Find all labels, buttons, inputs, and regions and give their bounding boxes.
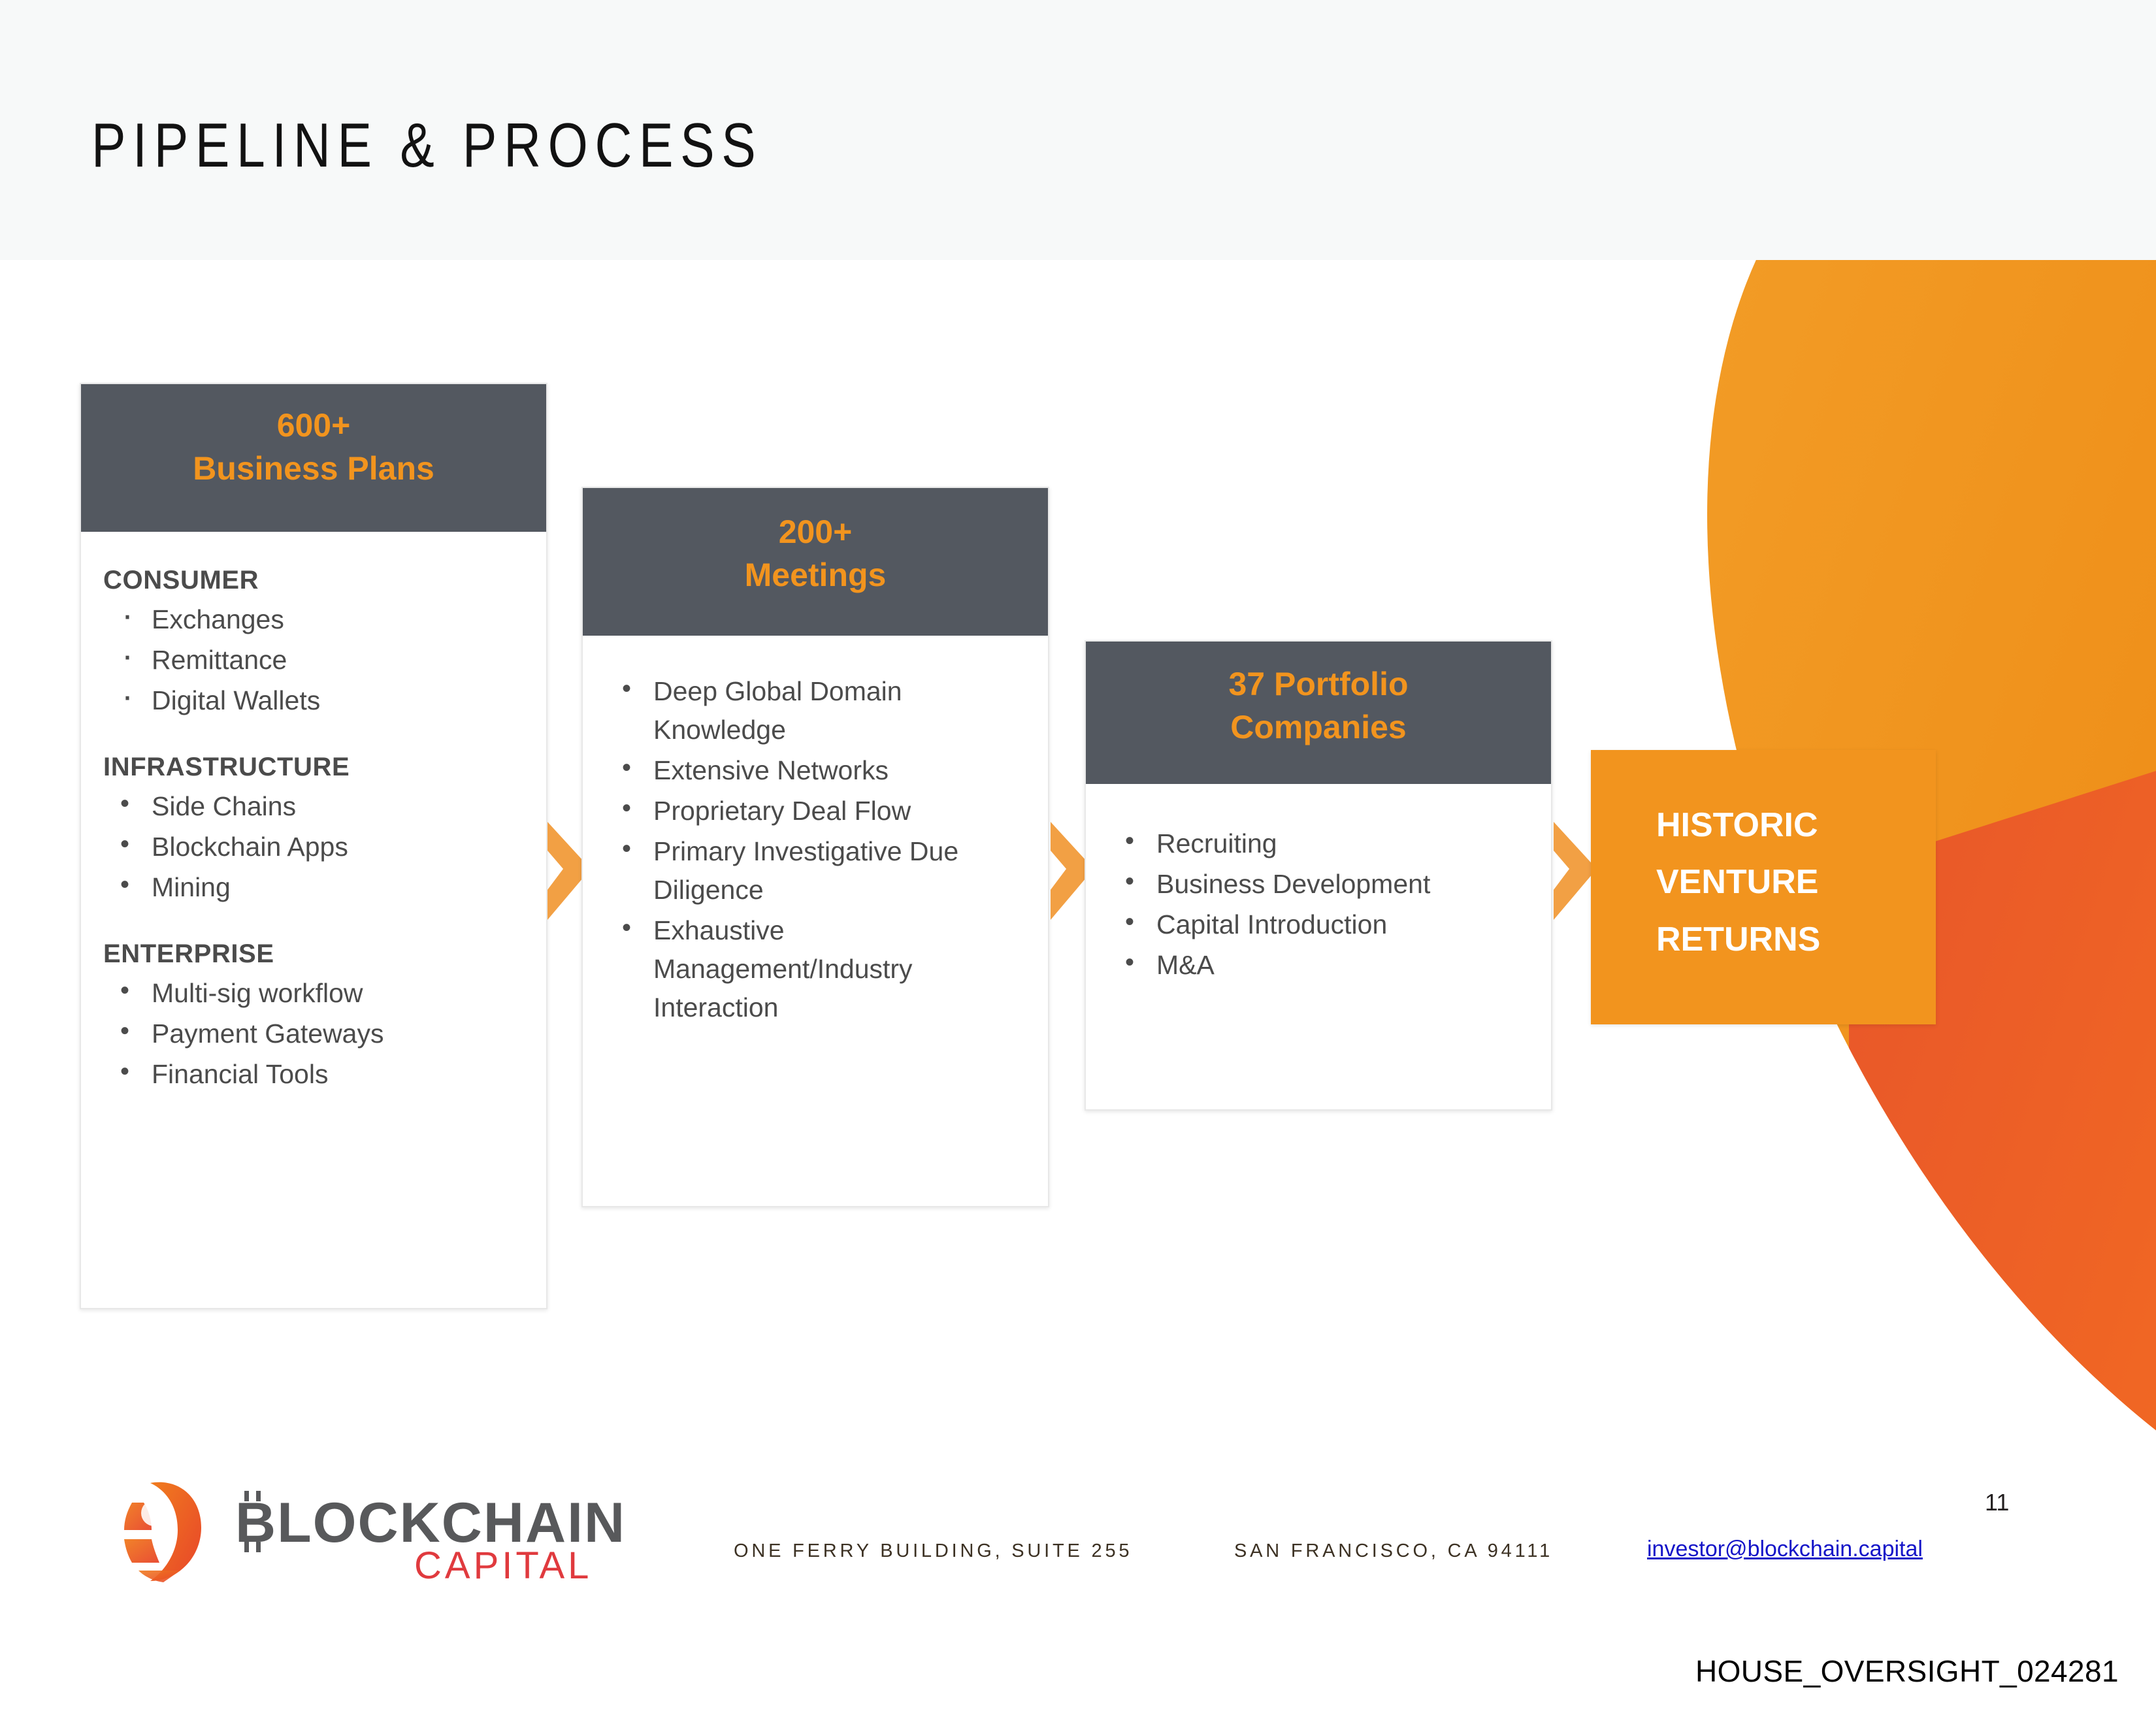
stage-card-portfolio-companies: 37 Portfolio Companies Recruiting Busine… (1085, 640, 1552, 1111)
list-item: Proprietary Deal Flow (605, 790, 1026, 830)
outcome-line3: RETURNS (1656, 920, 1821, 958)
list-item: M&A (1108, 944, 1529, 985)
bullet-list-enterprise: Multi-sig workflow Payment Gateways Fina… (103, 972, 524, 1094)
footer-address-line2: SAN FRANCISCO, CA 94111 (1234, 1540, 1554, 1561)
list-item: Deep Global Domain Knowledge (605, 670, 1026, 749)
list-item: Remittance (103, 630, 524, 681)
list-item: Capital Introduction (1108, 904, 1529, 944)
chevron-right-icon-2 (1047, 822, 1098, 920)
stage-head-line1: 600+ (276, 407, 351, 444)
stage-head-line1: 37 Portfolio (1228, 666, 1409, 702)
logo-primary-text: BLOCKCHAIN (235, 1491, 626, 1554)
page-number: 11 (1985, 1489, 2010, 1516)
list-item: Payment Gateways (103, 1013, 524, 1053)
list-item: Financial Tools (103, 1053, 524, 1094)
group-title-consumer: CONSUMER (103, 566, 259, 595)
bullet-list-meetings: Deep Global Domain Knowledge Extensive N… (605, 670, 1026, 1027)
list-item: Exhaustive Management/Industry Interacti… (605, 909, 1026, 1027)
stage-head-line2: Companies (1230, 709, 1407, 745)
list-item: Side Chains (103, 785, 524, 826)
stage-header-meetings: 200+ Meetings (583, 488, 1048, 636)
bullet-list-portfolio: Recruiting Business Development Capital … (1108, 823, 1529, 985)
bullet-list-consumer: Exchanges Remittance Digital Wallets (103, 590, 524, 722)
blockchain-capital-logo: BLOCKCHAIN CAPITAL (110, 1471, 659, 1589)
list-item: Blockchain Apps (103, 826, 524, 866)
group-title-infrastructure: INFRASTRUCTURE (103, 753, 350, 782)
chevron-right-icon-3 (1550, 822, 1601, 920)
stage-body-portfolio-companies: Recruiting Business Development Capital … (1086, 784, 1551, 1000)
list-item: Extensive Networks (605, 749, 1026, 790)
list-item: Recruiting (1108, 823, 1529, 863)
bullet-list-infrastructure: Side Chains Blockchain Apps Mining (103, 785, 524, 907)
title-band (0, 0, 2156, 260)
group-title-enterprise: ENTERPRISE (103, 939, 274, 969)
chevron-right-icon-1 (544, 822, 595, 920)
list-item: Primary Investigative Due Diligence (605, 830, 1026, 909)
list-item: Multi-sig workflow (103, 972, 524, 1013)
page-title: PIPELINE & PROCESS (91, 110, 763, 180)
stage-card-business-plans: 600+ Business Plans CONSUMER Exchanges R… (80, 383, 547, 1309)
outcome-line2: VENTURE (1656, 863, 1819, 902)
stage-head-line1: 200+ (778, 513, 853, 550)
list-item: Business Development (1108, 863, 1529, 904)
document-bates-stamp: HOUSE_OVERSIGHT_024281 (1695, 1654, 2119, 1688)
footer-email-link[interactable]: investor@blockchain.capital (1647, 1537, 1923, 1561)
outcome-text: HISTORIC VENTURE RETURNS (1591, 750, 1936, 968)
list-item: Mining (103, 866, 524, 907)
stage-body-business-plans: CONSUMER Exchanges Remittance Digital Wa… (81, 532, 546, 1109)
stage-head-line2: Meetings (744, 557, 887, 593)
stage-header-portfolio-companies: 37 Portfolio Companies (1086, 642, 1551, 784)
list-item: Exchanges (103, 590, 524, 641)
stage-card-meetings: 200+ Meetings Deep Global Domain Knowled… (581, 487, 1049, 1207)
stage-body-meetings: Deep Global Domain Knowledge Extensive N… (583, 636, 1048, 1042)
stage-head-line2: Business Plans (193, 450, 434, 487)
outcome-line1: HISTORIC (1656, 806, 1818, 844)
footer-address-line1: ONE FERRY BUILDING, SUITE 255 (734, 1540, 1133, 1561)
outcome-card-historic-venture-returns: HISTORIC VENTURE RETURNS (1591, 750, 1936, 1024)
logo-secondary-text: CAPITAL (414, 1544, 592, 1587)
list-item: Digital Wallets (103, 671, 524, 722)
stage-header-business-plans: 600+ Business Plans (81, 384, 546, 532)
